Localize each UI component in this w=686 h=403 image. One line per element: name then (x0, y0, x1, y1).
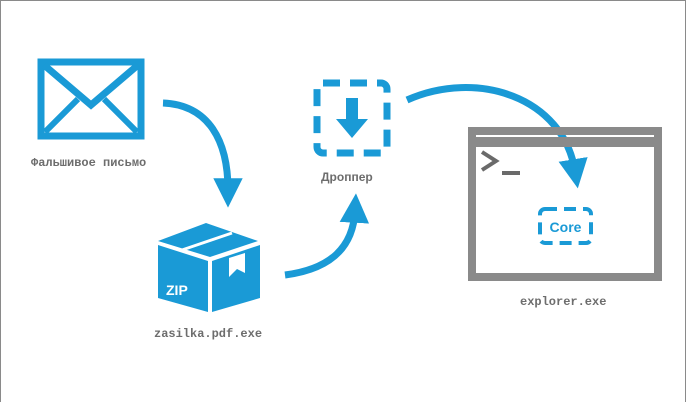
dropper-label: Дроппер (321, 170, 373, 184)
email-label: Фальшивое письмо (31, 156, 147, 170)
envelope-icon (37, 58, 145, 140)
prompt-icon (480, 150, 500, 172)
archive-label: zasilka.pdf.exe (154, 327, 263, 341)
arrow-email-to-archive (162, 99, 243, 208)
core-module: Core (538, 207, 593, 245)
terminal-window-icon (468, 127, 662, 281)
arrow-archive-to-dropper (284, 193, 370, 279)
explorer-label: explorer.exe (520, 295, 607, 309)
download-icon (313, 79, 391, 157)
zip-box-icon: ZIP (158, 223, 260, 312)
zip-badge: ZIP (166, 282, 188, 298)
core-label: Core (550, 219, 582, 235)
